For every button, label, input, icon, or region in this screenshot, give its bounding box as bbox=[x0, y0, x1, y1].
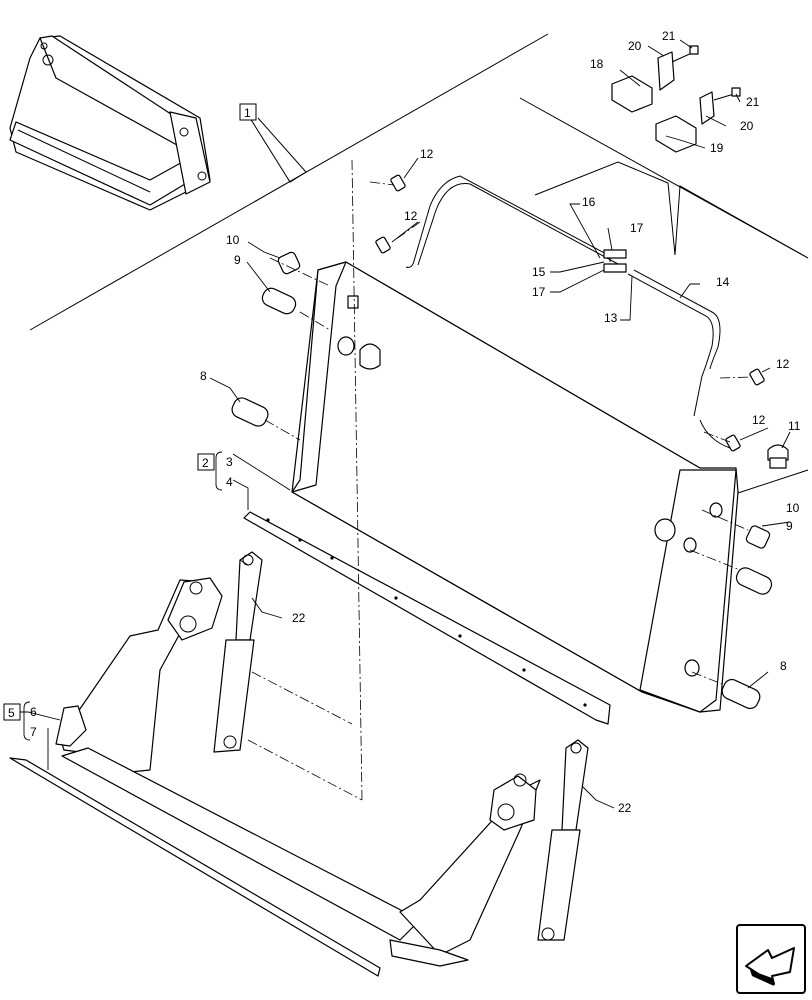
callout-12-a: 12 bbox=[420, 147, 434, 161]
tube-clamps bbox=[611, 45, 741, 153]
callout-3: 3 bbox=[226, 455, 233, 469]
center-lines bbox=[239, 159, 753, 801]
callout-4: 4 bbox=[226, 475, 233, 489]
callout-9-left: 9 bbox=[234, 253, 241, 267]
callout-10-right: 10 bbox=[786, 501, 800, 515]
pins-and-bushings bbox=[231, 251, 773, 710]
callout-6: 6 bbox=[30, 705, 37, 719]
group-callout-boxes bbox=[3, 103, 257, 741]
hydraulic-cylinders bbox=[213, 551, 589, 941]
callout-18: 18 bbox=[590, 57, 604, 71]
bucket-body bbox=[291, 261, 739, 713]
callout-14: 14 bbox=[716, 275, 730, 289]
section-separator-lines bbox=[29, 33, 809, 494]
callout-1: 1 bbox=[244, 106, 251, 120]
cutting-edge bbox=[243, 511, 611, 725]
callout-21-bottom: 21 bbox=[746, 95, 760, 109]
callout-17-top: 17 bbox=[630, 221, 644, 235]
callout-17-bottom: 17 bbox=[532, 285, 546, 299]
callout-5: 5 bbox=[8, 706, 15, 720]
hydraulic-tube-assembly bbox=[405, 175, 731, 449]
callout-labels: 1 2 3 4 5 6 7 8 8 9 9 10 10 11 12 12 12 … bbox=[8, 29, 801, 815]
callout-12-c: 12 bbox=[776, 357, 790, 371]
callout-8-right: 8 bbox=[780, 659, 787, 673]
next-page-arrow-icon bbox=[745, 947, 795, 986]
hydraulic-fittings bbox=[375, 174, 789, 469]
callout-20-top: 20 bbox=[628, 39, 642, 53]
bucket-assembly-reference bbox=[9, 35, 211, 211]
callout-7: 7 bbox=[30, 725, 37, 739]
callout-21-top: 21 bbox=[662, 29, 676, 43]
callout-9-right: 9 bbox=[786, 519, 793, 533]
side-plates-and-wear-strip bbox=[9, 577, 541, 977]
callout-22-upper: 22 bbox=[292, 611, 306, 625]
callout-2: 2 bbox=[202, 456, 209, 470]
callout-11: 11 bbox=[788, 419, 801, 433]
callout-12-d: 12 bbox=[752, 413, 766, 427]
callout-20-bottom: 20 bbox=[740, 119, 754, 133]
callout-8-left: 8 bbox=[200, 369, 207, 383]
callout-12-b: 12 bbox=[404, 209, 418, 223]
callout-10-left: 10 bbox=[226, 233, 240, 247]
next-page-button[interactable] bbox=[736, 924, 806, 994]
callout-22-lower: 22 bbox=[618, 801, 632, 815]
leader-lines bbox=[20, 39, 791, 809]
callout-15: 15 bbox=[532, 265, 546, 279]
callout-19: 19 bbox=[710, 141, 724, 155]
callout-16: 16 bbox=[582, 195, 596, 209]
callout-13: 13 bbox=[604, 311, 618, 325]
